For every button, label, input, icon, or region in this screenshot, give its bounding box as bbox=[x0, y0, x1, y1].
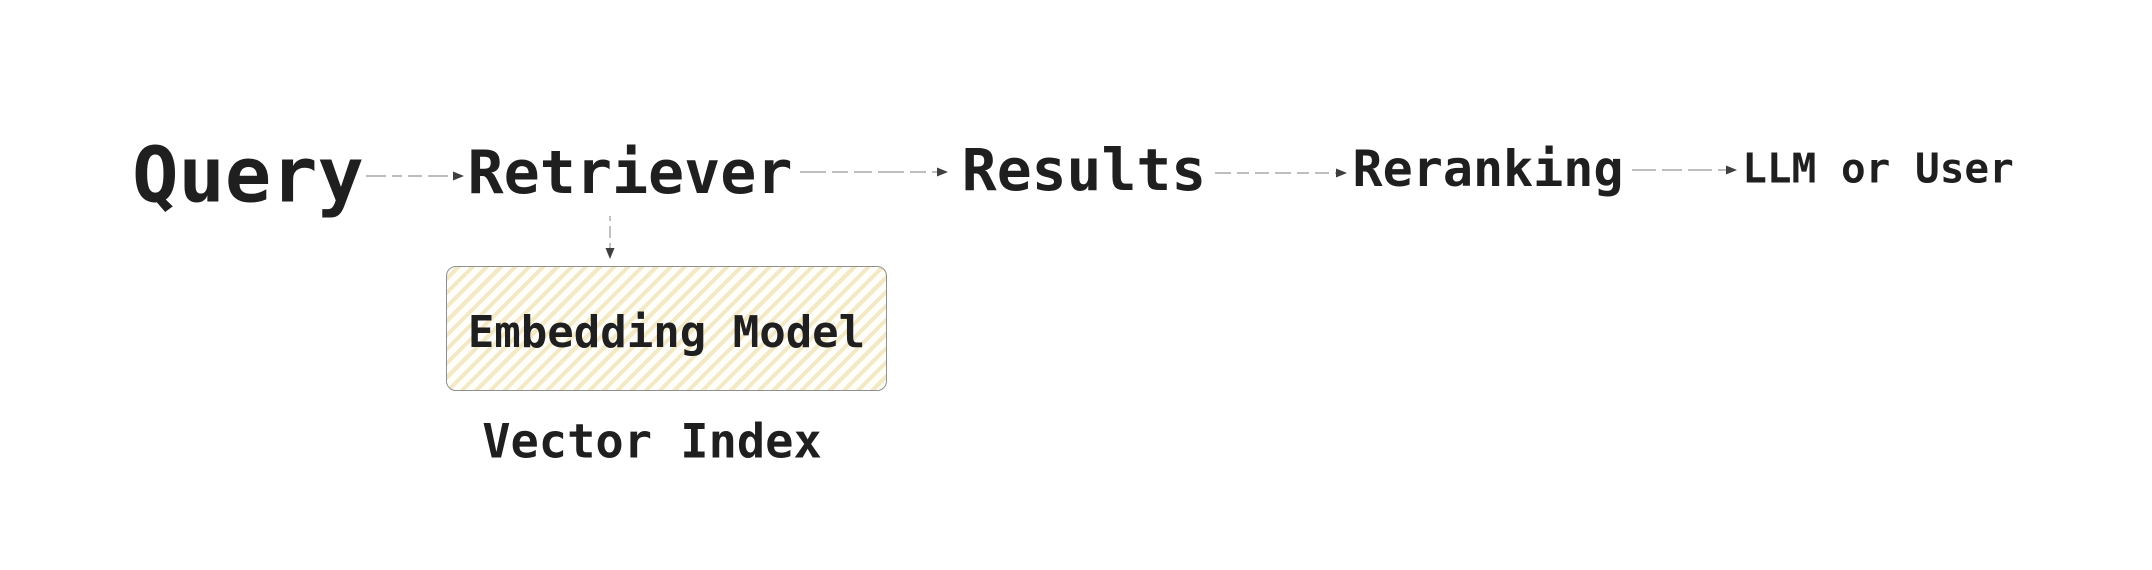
node-results: Results bbox=[961, 136, 1207, 204]
arrowhead-icon bbox=[605, 248, 615, 259]
embedding-model-label: Embedding Model bbox=[467, 306, 866, 358]
node-retriever: Retriever bbox=[467, 138, 793, 208]
edge-retriever-embedding-model bbox=[605, 216, 615, 259]
edge-reranking-llm bbox=[1632, 165, 1737, 175]
node-llm-or-user: LLM or User bbox=[1742, 144, 2014, 193]
arrowhead-icon bbox=[1726, 165, 1737, 175]
node-query: Query bbox=[132, 131, 364, 221]
node-reranking: Reranking bbox=[1352, 140, 1624, 198]
edge-results-reranking bbox=[1215, 168, 1347, 178]
edge-query-retriever bbox=[366, 171, 464, 181]
arrowhead-icon bbox=[937, 167, 948, 177]
node-vector-index: Vector Index bbox=[482, 414, 822, 470]
node-embedding-model-box: Embedding Model bbox=[446, 266, 887, 391]
arrowhead-icon bbox=[453, 171, 464, 181]
edge-retriever-results bbox=[800, 167, 948, 177]
arrowhead-icon bbox=[1336, 168, 1347, 178]
